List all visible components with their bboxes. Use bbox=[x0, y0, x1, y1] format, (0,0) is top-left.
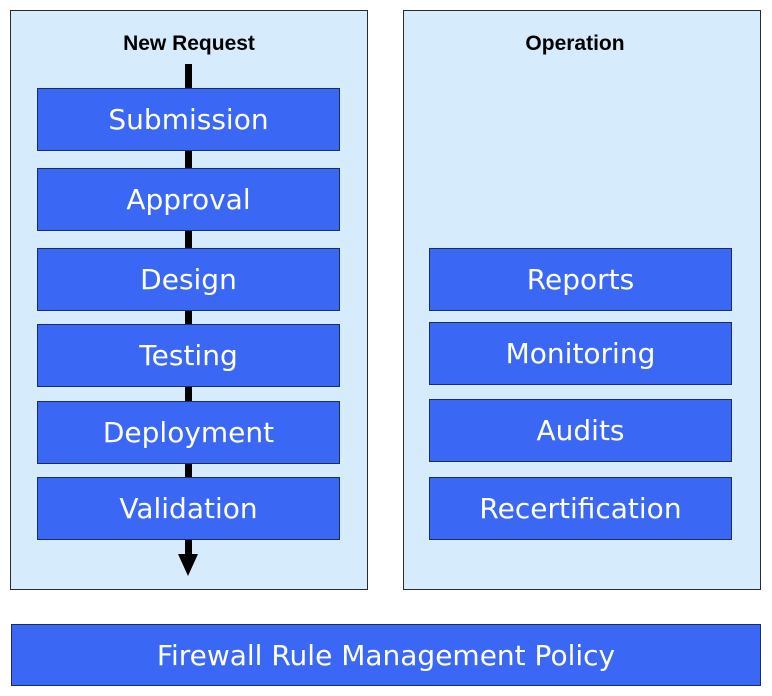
policy-bar: Firewall Rule Management Policy bbox=[11, 624, 761, 686]
step-deployment: Deployment bbox=[37, 401, 340, 464]
operation-recertification: Recertification bbox=[429, 477, 732, 540]
new-request-title: New Request bbox=[123, 32, 255, 55]
workflow-arrow-down-icon bbox=[178, 554, 198, 576]
operation-monitoring: Monitoring bbox=[429, 322, 732, 385]
operation-reports: Reports bbox=[429, 248, 732, 311]
operation-title: Operation bbox=[525, 32, 625, 55]
step-testing: Testing bbox=[37, 324, 340, 387]
step-submission: Submission bbox=[37, 88, 340, 151]
step-approval: Approval bbox=[37, 168, 340, 231]
step-design: Design bbox=[37, 248, 340, 311]
step-validation: Validation bbox=[37, 477, 340, 540]
operation-audits: Audits bbox=[429, 399, 732, 462]
